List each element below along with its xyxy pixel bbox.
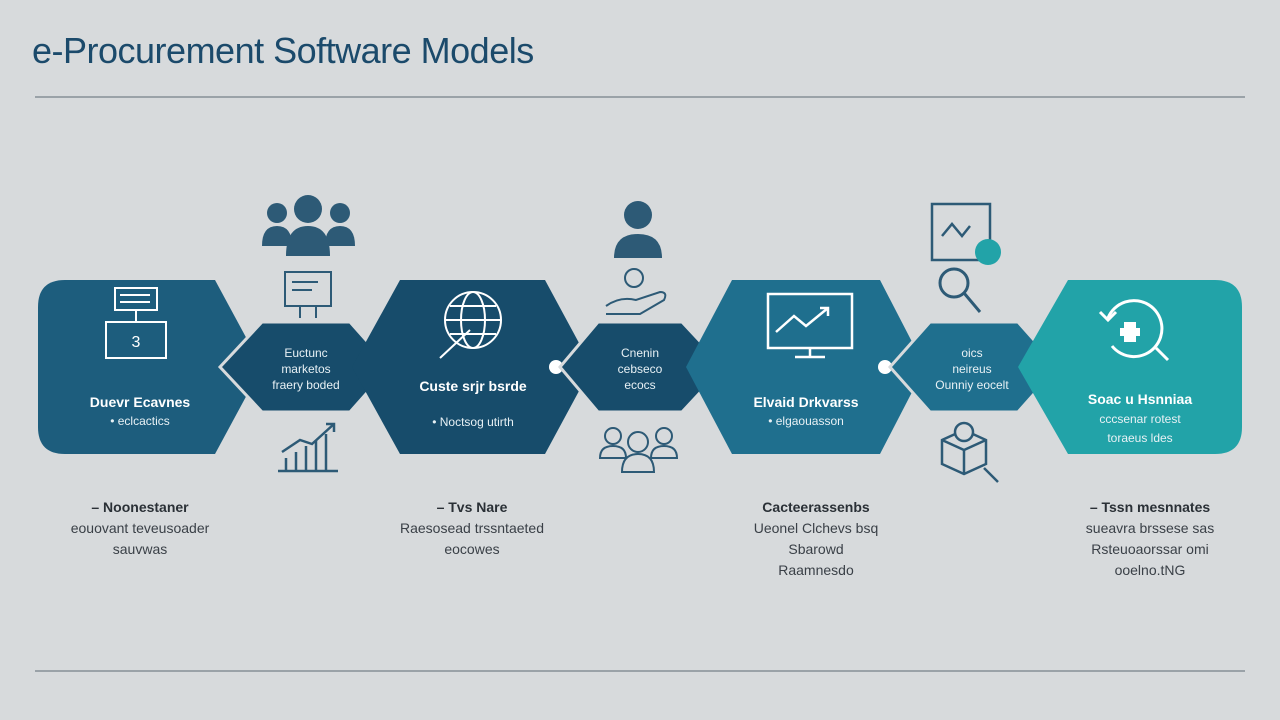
connector-3: oics neireus Ounniy eocelt bbox=[878, 320, 1061, 414]
caption-3-title: Cacteerassenbs bbox=[762, 499, 870, 515]
caption-1: – Noonestaner eouovant teveusoader sauvw… bbox=[30, 497, 250, 560]
people-group-icon bbox=[262, 195, 355, 256]
connector-2-line-3: ecocs bbox=[624, 378, 655, 392]
caption-3-line-2: Sbarowd bbox=[788, 541, 844, 557]
caption-4-title: – Tssn mesnnates bbox=[1089, 499, 1211, 515]
team-icon bbox=[598, 427, 679, 473]
caption-1-title: – Noonestaner bbox=[91, 499, 189, 515]
connector-1: Euctunc marketos fraery boded bbox=[217, 320, 393, 414]
person-icon bbox=[614, 201, 662, 258]
caption-4-line-2: Rsteuoaorssar omi bbox=[1091, 541, 1209, 557]
monitor-chart-icon bbox=[766, 292, 854, 359]
server-icon: 3 bbox=[105, 287, 167, 359]
connector-3-dot bbox=[878, 360, 892, 374]
magnifier-icon bbox=[938, 267, 982, 313]
globe-icon bbox=[439, 291, 502, 359]
node-3-sub: • elgaouasson bbox=[768, 414, 844, 428]
refresh-search-icon bbox=[1098, 299, 1170, 362]
connector-2-dot bbox=[549, 360, 563, 374]
connector-3-line-1: oics bbox=[961, 346, 982, 360]
connector-3-line-3: Ounniy eocelt bbox=[935, 378, 1009, 392]
connector-1-line-2: marketos bbox=[281, 362, 330, 376]
caption-2-line-1: Raesosead trssntaeted bbox=[400, 520, 544, 536]
node-1-sub: • eclcactics bbox=[110, 414, 170, 428]
svg-text:3: 3 bbox=[132, 334, 141, 351]
caption-1-line-1: eouovant teveusoader bbox=[70, 520, 210, 536]
node-2-title: Custe srjr bsrde bbox=[419, 378, 527, 394]
connector-3-line-2: neireus bbox=[952, 362, 991, 376]
node-4-sub: cccsenar rotest bbox=[1099, 412, 1181, 426]
node-3-title: Elvaid Drkvarss bbox=[753, 394, 858, 410]
bottom-divider bbox=[35, 670, 1245, 672]
whiteboard-icon bbox=[284, 271, 332, 318]
caption-1-line-2: sauvwas bbox=[112, 541, 168, 557]
connector-2: Cnenin cebseco ecocs bbox=[549, 320, 727, 414]
caption-3: Cacteerassenbs Ueonel Clchevs bsq Sbarow… bbox=[706, 497, 926, 581]
caption-4: – Tssn mesnnates sueavra brssese sas Rst… bbox=[1040, 497, 1260, 581]
caption-2-line-2: eocowes bbox=[444, 541, 500, 557]
chart-frame-icon bbox=[930, 202, 1001, 265]
connector-2-line-2: cebseco bbox=[618, 362, 663, 376]
model-node-4[interactable]: Soac u Hsnniaa cccsenar rotest toraeus l… bbox=[1018, 280, 1242, 454]
node-4-sub2: toraeus ldes bbox=[1107, 431, 1172, 445]
connector-2-line-1: Cnenin bbox=[621, 346, 659, 360]
caption-3-line-1: Ueonel Clchevs bsq bbox=[753, 520, 879, 536]
model-node-1[interactable]: 3 Duevr Ecavnes • eclcactics bbox=[38, 280, 262, 454]
caption-2: – Tvs Nare Raesosead trssntaeted eocowes bbox=[362, 497, 582, 560]
box-search-icon bbox=[940, 421, 999, 483]
top-divider bbox=[35, 96, 1245, 98]
connector-1-line-1: Euctunc bbox=[284, 346, 327, 360]
model-node-2[interactable]: Custe srjr bsrde • Noctsog utirth bbox=[352, 280, 592, 454]
model-node-3[interactable]: Elvaid Drkvarss • elgaouasson bbox=[686, 280, 925, 454]
caption-2-title: – Tvs Nare bbox=[436, 499, 508, 515]
node-2-sub: • Noctsog utirth bbox=[432, 415, 514, 429]
page-title: e-Procurement Software Models bbox=[32, 30, 534, 71]
node-1-title: Duevr Ecavnes bbox=[90, 394, 191, 410]
caption-3-line-3: Raamnesdo bbox=[778, 562, 854, 578]
hand-money-icon bbox=[605, 268, 667, 315]
caption-4-line-3: ooelno.tNG bbox=[1114, 562, 1186, 578]
caption-4-line-1: sueavra brssese sas bbox=[1085, 520, 1215, 536]
connector-1-line-3: fraery boded bbox=[272, 378, 339, 392]
node-4-title: Soac u Hsnniaa bbox=[1088, 391, 1192, 407]
bar-chart-icon bbox=[278, 422, 338, 473]
